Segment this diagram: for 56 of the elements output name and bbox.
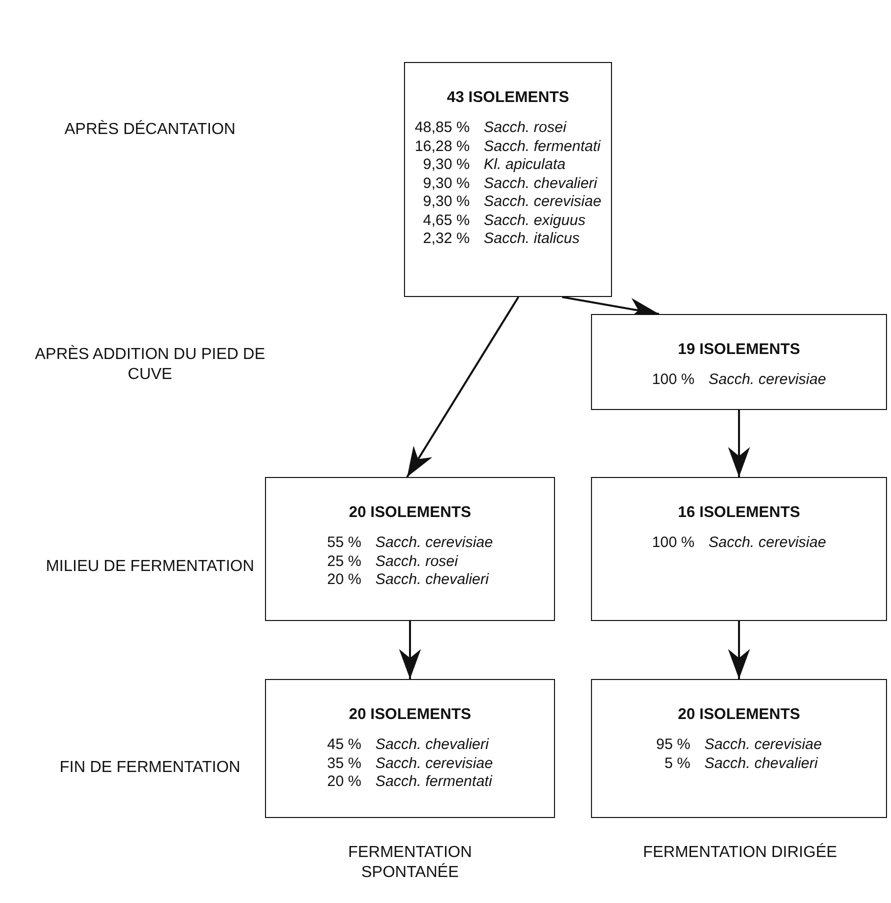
species-name: Sacch. chevalieri	[375, 736, 490, 754]
result-box	[404, 62, 612, 297]
percentage-text: 35 %	[327, 754, 362, 772]
percentage-text: 48,85 %	[414, 119, 470, 136]
species-name: Sacch. rosei	[484, 119, 568, 136]
percentage-text: 9,30 %	[422, 193, 470, 210]
species-name: Sacch. chevalieri	[375, 571, 490, 588]
species-name: Sacch. cerevisiae	[375, 534, 493, 552]
box-heading: 16 ISOLEMENTS	[676, 504, 802, 522]
box-heading: 20 ISOLEMENTS	[348, 706, 472, 724]
percentage-text: 4,65 %	[422, 212, 470, 229]
species-name: Kl. apiculata	[484, 156, 566, 174]
box-heading: 20 ISOLEMENTS	[348, 504, 472, 522]
stage-label: MILIEU DE FERMENTATION	[44, 557, 256, 577]
species-name: Sacch. rosei	[375, 552, 460, 570]
result-box	[265, 477, 555, 621]
species-name: Sacch. chevalieri	[484, 174, 598, 192]
species-name: Sacch. chevalieri	[704, 754, 819, 772]
species-name: Sacch. exiguus	[484, 212, 586, 229]
species-name: Sacch. fermentati	[484, 138, 602, 155]
column-label: FERMENTATION DIRIGÉE	[642, 843, 838, 863]
percentage-text: 25 %	[327, 552, 362, 570]
percentage-text: 55 %	[327, 534, 362, 552]
result-box	[591, 679, 887, 818]
stage-label: FIN DE FERMENTATION	[58, 758, 242, 778]
arrow	[406, 296, 520, 478]
arrow	[728, 621, 750, 679]
percentage-text: 100 %	[652, 534, 694, 552]
percentage-text: 95 %	[656, 736, 690, 754]
species-name: Sacch. cerevisiae	[375, 754, 493, 772]
result-box	[591, 477, 887, 621]
box-heading: 19 ISOLEMENTS	[676, 341, 802, 359]
species-name: Sacch. cerevisiae	[704, 736, 822, 754]
percentage-text: 20 %	[327, 773, 362, 790]
stage-label: APRÈS DÉCANTATION	[64, 120, 236, 140]
species-name: Sacch. cerevisiae	[708, 371, 826, 388]
percentage-text: 20 %	[327, 571, 362, 588]
percentage-text: 5 %	[663, 754, 690, 772]
column-label: FERMENTATION SPONTANÉE	[347, 843, 473, 883]
result-box	[591, 314, 887, 410]
percentage-text: 9,30 %	[422, 156, 470, 174]
percentage-text: 16,28 %	[414, 138, 470, 155]
percentage-text: 100 %	[652, 371, 694, 388]
percentage-text: 2,32 %	[422, 230, 470, 248]
species-name: Sacch. cerevisiae	[708, 534, 826, 552]
species-name: Sacch. fermentati	[375, 773, 493, 790]
box-heading: 43 ISOLEMENTS	[446, 89, 570, 107]
species-name: Sacch. italicus	[484, 230, 581, 248]
result-box	[265, 679, 555, 818]
species-name: Sacch. cerevisiae	[484, 193, 602, 210]
box-heading: 20 ISOLEMENTS	[676, 706, 802, 724]
arrow	[399, 621, 421, 679]
percentage-text: 45 %	[327, 736, 362, 754]
arrow	[728, 410, 750, 477]
percentage-text: 9,30 %	[422, 174, 470, 192]
stage-label: APRÈS ADDITION DU PIED DE CUVE	[34, 345, 266, 385]
